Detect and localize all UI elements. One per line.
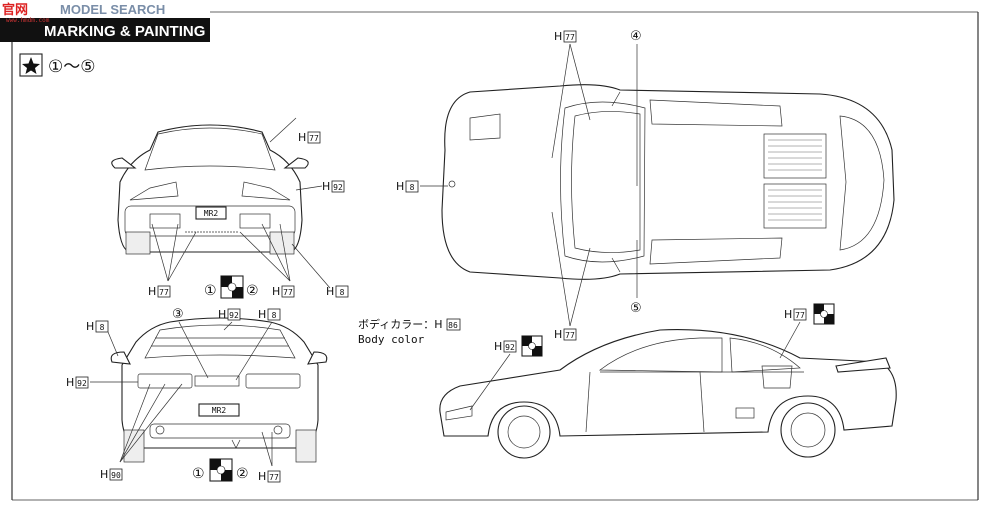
top-h77-top-label: H [554,30,562,43]
top-h77-bottom-code: 77 [565,331,575,340]
rear-decal-2: ② [236,466,249,482]
body-color-code: 86 [448,321,458,330]
rear-decal-1: ① [192,466,205,482]
star-icon [22,57,40,74]
front-h77-right-code: 77 [283,288,293,297]
front-h77-top-code: 77 [309,134,319,143]
front-h77-left-code: 77 [159,288,169,297]
rear-h90-label: H [100,468,108,481]
front-decal-2: ② [246,283,259,299]
side-h77-label: H [784,308,792,321]
rear-h77-label: H [258,470,266,483]
watermark-cn: 官网 [2,2,28,18]
front-h8-code: 8 [340,288,345,297]
front-h92-code: 92 [333,183,343,192]
page-title: MARKING & PAINTING [44,23,205,40]
watermark-en: MODEL SEARCH [60,2,165,17]
rear-h77-code: 77 [269,473,279,482]
rear-plate: MR2 [212,406,227,415]
front-h92-label: H [322,180,330,193]
front-h77-left-label: H [148,285,156,298]
front-plate: MR2 [204,209,219,218]
watermark-url: www.hmdm.com [6,17,50,24]
rear-h92-left-label: H [66,376,74,389]
rear-h92-left-code: 92 [77,379,87,388]
front-h77-right-label: H [272,285,280,298]
top-h8-code: 8 [410,183,415,192]
title-bar [0,18,210,42]
front-view: MR2 [111,124,309,255]
rear-view: MR2 [110,317,328,463]
top-view [441,84,895,280]
front-decal-1: ① [204,283,217,299]
top-callout-5: ⑤ [630,301,642,316]
body-color-jp: ボディカラー：H [358,317,443,331]
rear-h8-top-label: H [258,308,266,321]
body-color-en: Body color [358,333,425,346]
rear-h8-top-code: 8 [272,311,277,320]
rear-h92-top-code: 92 [229,311,239,320]
top-h77-top-code: 77 [565,33,575,42]
side-h77-code: 77 [795,311,805,320]
top-h77-bottom-label: H [554,328,562,341]
rear-callout-3: ③ [172,307,184,322]
side-h92-code: 92 [505,343,515,352]
rear-h92-top-label: H [218,308,226,321]
top-callout-4: ④ [630,29,642,44]
rear-h8-left-code: 8 [100,323,105,332]
side-view [439,329,897,459]
rear-h8-left-label: H [86,320,94,333]
side-h92-label: H [494,340,502,353]
rear-h90-code: 90 [111,471,121,480]
top-h8-label: H [396,180,404,193]
front-h8-label: H [326,285,334,298]
front-h77-top-label: H [298,131,306,144]
legend-range: ①～⑤ [48,57,95,77]
